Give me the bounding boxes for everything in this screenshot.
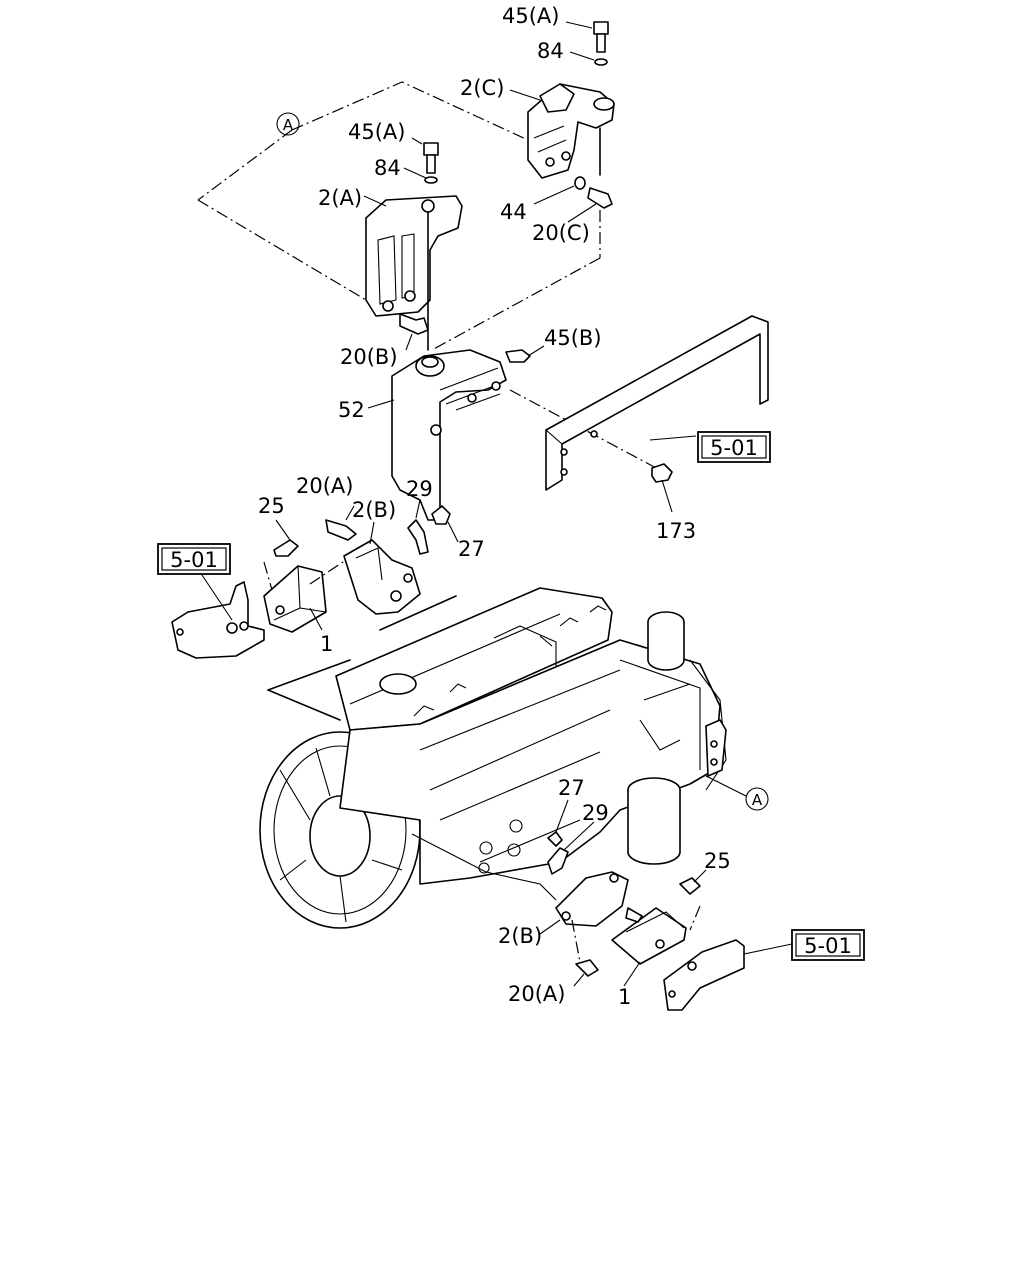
callout-52: 52 bbox=[338, 398, 365, 422]
callout-2b-upper: 2(B) bbox=[352, 498, 396, 522]
ref-box-3: 5-01 bbox=[791, 929, 865, 961]
callout-173: 173 bbox=[656, 519, 696, 543]
view-marker-a-bottom: A bbox=[745, 787, 769, 811]
detail-a-frame bbox=[197, 81, 601, 351]
bracket-2a bbox=[363, 137, 463, 351]
callout-45a-upper: 45(A) bbox=[502, 4, 559, 28]
bolt-45a-upper bbox=[509, 21, 609, 101]
callout-2a: 2(A) bbox=[318, 186, 362, 210]
callout-45b: 45(B) bbox=[544, 326, 602, 350]
callout-29-upper: 29 bbox=[406, 477, 433, 501]
ref-box-2: 5-01 bbox=[157, 543, 231, 575]
callout-20c: 20(C) bbox=[532, 221, 590, 245]
bracket-2c bbox=[527, 83, 615, 179]
callout-84-upper: 84 bbox=[537, 39, 564, 63]
callout-29-lower: 29 bbox=[582, 801, 609, 825]
callout-1-upper: 1 bbox=[320, 632, 333, 656]
engine-block bbox=[259, 587, 747, 929]
front-mount-right bbox=[539, 799, 793, 1011]
view-marker-a-top-label: A bbox=[283, 116, 294, 134]
callout-20b: 20(B) bbox=[340, 345, 398, 369]
callout-25-upper: 25 bbox=[258, 494, 285, 518]
callout-27-upper: 27 bbox=[458, 537, 485, 561]
callout-27-lower: 27 bbox=[558, 776, 585, 800]
ref-label-1: 5-01 bbox=[710, 436, 758, 460]
callout-1-lower: 1 bbox=[618, 985, 631, 1009]
callout-44: 44 bbox=[500, 200, 527, 224]
callout-84-lower: 84 bbox=[374, 156, 401, 180]
front-mount-left bbox=[171, 499, 459, 659]
callout-25-lower: 25 bbox=[704, 849, 731, 873]
engine-mount-frame bbox=[267, 595, 457, 721]
callout-2c: 2(C) bbox=[460, 76, 504, 100]
mount-52 bbox=[367, 345, 661, 521]
callout-20a-lower: 20(A) bbox=[508, 982, 565, 1006]
ref-box-1: 5-01 bbox=[697, 431, 771, 463]
callout-20a-upper: 20(A) bbox=[296, 474, 353, 498]
view-marker-a-bottom-label: A bbox=[752, 791, 763, 809]
ref-label-2: 5-01 bbox=[170, 548, 218, 572]
bolt-20c bbox=[533, 176, 613, 223]
ref-label-3: 5-01 bbox=[804, 934, 852, 958]
callout-45a-lower: 45(A) bbox=[348, 120, 405, 144]
view-marker-a-top: A bbox=[276, 112, 300, 136]
callout-2b-lower: 2(B) bbox=[498, 924, 542, 948]
frame-rail bbox=[545, 315, 769, 513]
